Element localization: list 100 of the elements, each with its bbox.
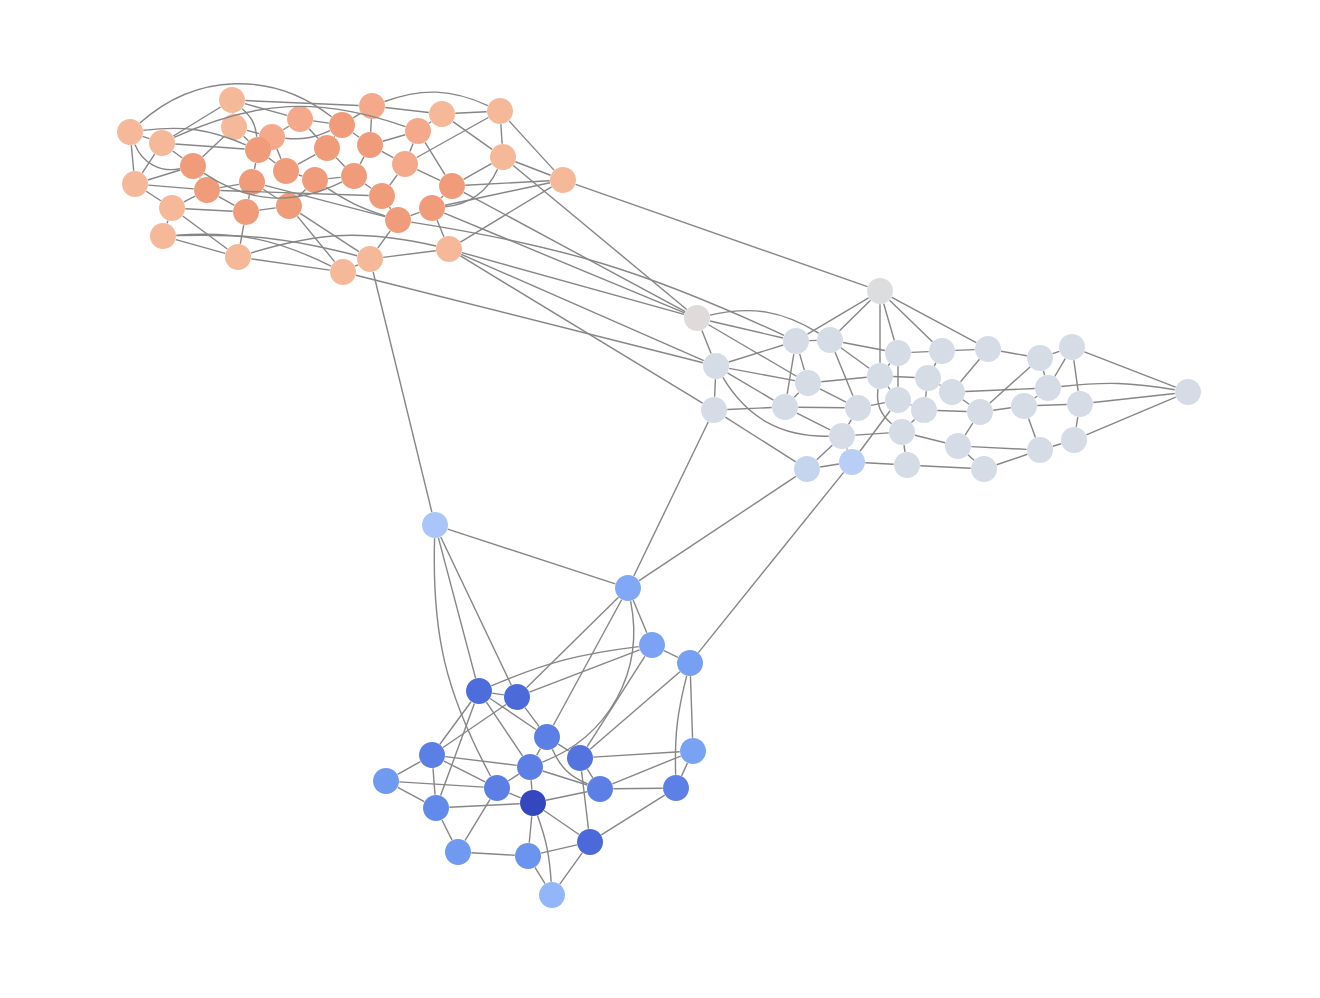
graph-node <box>520 790 546 816</box>
edge-line <box>545 791 588 801</box>
edge-line <box>203 172 343 199</box>
edge-line <box>355 274 704 364</box>
graph-node <box>911 397 937 423</box>
edge-line <box>709 320 784 339</box>
graph-node <box>117 119 143 145</box>
graph-node <box>233 199 259 225</box>
edge-line <box>147 184 195 190</box>
graph-node <box>150 223 176 249</box>
graph-node <box>783 328 809 354</box>
edge-line <box>384 106 430 114</box>
edge-line <box>325 186 386 217</box>
edge-line <box>172 150 183 159</box>
graph-node <box>439 173 465 199</box>
graph-node <box>975 336 1001 362</box>
graph-node <box>341 163 367 189</box>
graph-node <box>487 98 513 124</box>
edge-line <box>701 329 712 355</box>
graph-node <box>373 768 399 794</box>
edge-line <box>219 189 370 197</box>
edge-line <box>241 107 258 138</box>
graph-node <box>357 246 383 272</box>
edge-line <box>219 183 240 189</box>
graph-node <box>276 193 302 219</box>
edge-line <box>232 112 234 115</box>
edge-line <box>580 770 590 830</box>
edge-line <box>264 184 386 218</box>
edge-line <box>876 388 893 425</box>
edge-line <box>713 378 717 398</box>
edge-line <box>172 106 222 137</box>
edge-line <box>726 406 773 411</box>
edge-line <box>437 537 477 679</box>
edge-line <box>910 418 916 424</box>
edge-line <box>728 367 796 382</box>
graph-node <box>405 118 431 144</box>
edge-line <box>410 221 785 337</box>
graph-node <box>829 423 855 449</box>
edge-line <box>1092 392 1176 404</box>
graph-node <box>329 112 355 138</box>
edge-line <box>352 112 362 119</box>
edge-line <box>854 432 890 436</box>
edge-line <box>524 706 540 728</box>
edge-line <box>489 697 537 731</box>
edge-line <box>464 798 491 842</box>
edge-line <box>409 142 414 153</box>
edge-line <box>432 767 436 796</box>
edge-line <box>370 118 373 133</box>
edge-line <box>454 111 488 114</box>
graph-node <box>180 153 206 179</box>
edge-line <box>612 787 664 790</box>
graph-node <box>663 775 689 801</box>
edge-line <box>242 135 250 142</box>
edge-line <box>552 599 623 726</box>
graph-node <box>867 363 893 389</box>
edge-line <box>964 387 1036 393</box>
edge-line <box>936 409 968 413</box>
edge-line <box>441 819 453 841</box>
edge-line <box>244 102 288 117</box>
graph-node <box>945 433 971 459</box>
edge-line <box>382 249 437 259</box>
graph-node <box>357 132 383 158</box>
edge-line <box>246 129 260 135</box>
graph-node <box>817 327 843 353</box>
edge-line <box>296 215 336 263</box>
edge-line <box>470 852 516 856</box>
edge-line <box>586 768 594 779</box>
edge-line <box>846 447 848 451</box>
edge-line <box>134 143 181 171</box>
edge-line <box>508 792 522 799</box>
edge-line <box>327 176 342 180</box>
edge-line <box>175 233 332 267</box>
edge-line <box>707 324 798 377</box>
graph-node <box>885 340 911 366</box>
edge-line <box>530 779 533 791</box>
edge-line <box>428 121 432 124</box>
edge-line <box>500 123 503 145</box>
edge-line <box>559 852 583 885</box>
edge-line <box>139 83 333 124</box>
edge-line <box>250 258 331 271</box>
edge-line <box>954 348 976 352</box>
edge-line <box>543 809 580 836</box>
edge-line <box>820 376 868 383</box>
edge-line <box>919 465 972 469</box>
edge-line <box>797 406 846 409</box>
edge-line <box>910 350 930 354</box>
edge-line <box>173 105 407 139</box>
graph-node <box>885 387 911 413</box>
edge-line <box>933 362 937 367</box>
graph-node <box>484 775 510 801</box>
graph-node <box>219 87 245 113</box>
edge-line <box>415 116 490 159</box>
edge-line <box>1000 350 1028 357</box>
edge-line <box>436 219 445 238</box>
edge-line <box>364 183 372 189</box>
graph-node <box>680 738 706 764</box>
edge-line <box>816 444 833 461</box>
edge-line <box>793 391 800 399</box>
edge-line <box>130 144 135 172</box>
graph-node <box>517 754 543 780</box>
